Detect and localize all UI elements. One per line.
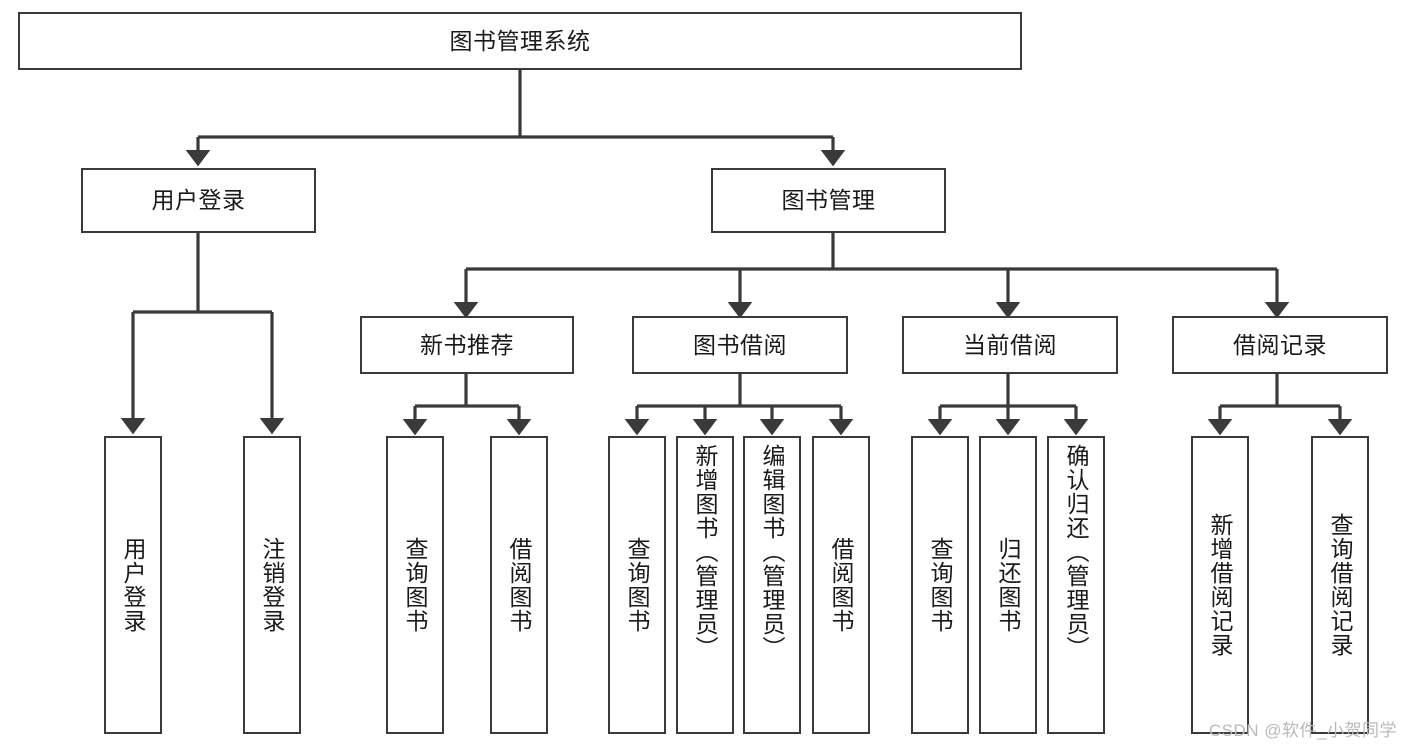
node-leaf-query-book-1[interactable]: 查询图书 [386, 436, 444, 734]
node-leaf-user-logout-label: 注销登录 [259, 537, 286, 633]
node-leaf-query-book-3-label: 查询图书 [927, 537, 954, 633]
node-leaf-query-book-1-label: 查询图书 [402, 537, 429, 633]
node-borrow-record-label: 借阅记录 [1233, 331, 1327, 358]
node-book-borrow-label: 图书借阅 [693, 331, 787, 358]
watermark-text: CSDN @软件_小贺同学 [1208, 721, 1397, 740]
node-current-borrow-label: 当前借阅 [963, 331, 1057, 358]
node-current-borrow[interactable]: 当前借阅 [902, 316, 1118, 374]
node-leaf-return-book-label: 归还图书 [995, 537, 1022, 633]
node-book-manage-label: 图书管理 [781, 187, 876, 214]
node-leaf-user-logout[interactable]: 注销登录 [243, 436, 301, 734]
node-leaf-add-record[interactable]: 新增借阅记录 [1191, 436, 1249, 734]
node-leaf-borrow-book-2-label: 借阅图书 [828, 537, 855, 633]
node-leaf-user-login-label: 用户登录 [120, 537, 147, 633]
node-root-label: 图书管理系统 [449, 27, 591, 54]
node-leaf-edit-book[interactable]: 编辑图书（管理员） [743, 436, 801, 734]
node-leaf-add-book[interactable]: 新增图书（管理员） [676, 436, 734, 734]
node-leaf-borrow-book-1-label: 借阅图书 [506, 537, 533, 633]
node-new-book-rec-label: 新书推荐 [420, 331, 514, 358]
node-user-login[interactable]: 用户登录 [81, 168, 316, 233]
node-leaf-query-record[interactable]: 查询借阅记录 [1311, 436, 1369, 734]
node-leaf-confirm-return-label: 确认归还（管理员） [1063, 444, 1090, 660]
node-new-book-rec[interactable]: 新书推荐 [360, 316, 574, 374]
node-book-borrow[interactable]: 图书借阅 [632, 316, 848, 374]
node-leaf-query-book-2[interactable]: 查询图书 [608, 436, 666, 734]
node-leaf-borrow-book-2[interactable]: 借阅图书 [812, 436, 870, 734]
node-root[interactable]: 图书管理系统 [18, 12, 1022, 70]
node-borrow-record[interactable]: 借阅记录 [1172, 316, 1388, 374]
node-leaf-query-record-label: 查询借阅记录 [1327, 513, 1354, 657]
node-leaf-add-book-label: 新增图书（管理员） [692, 444, 719, 660]
node-leaf-return-book[interactable]: 归还图书 [979, 436, 1037, 734]
node-leaf-add-record-label: 新增借阅记录 [1207, 513, 1234, 657]
node-leaf-confirm-return[interactable]: 确认归还（管理员） [1047, 436, 1105, 734]
node-leaf-query-book-2-label: 查询图书 [624, 537, 651, 633]
node-book-manage[interactable]: 图书管理 [711, 168, 946, 233]
node-leaf-edit-book-label: 编辑图书（管理员） [759, 444, 786, 660]
node-leaf-user-login[interactable]: 用户登录 [104, 436, 162, 734]
node-leaf-borrow-book-1[interactable]: 借阅图书 [490, 436, 548, 734]
node-user-login-label: 用户登录 [151, 187, 246, 214]
node-leaf-query-book-3[interactable]: 查询图书 [911, 436, 969, 734]
